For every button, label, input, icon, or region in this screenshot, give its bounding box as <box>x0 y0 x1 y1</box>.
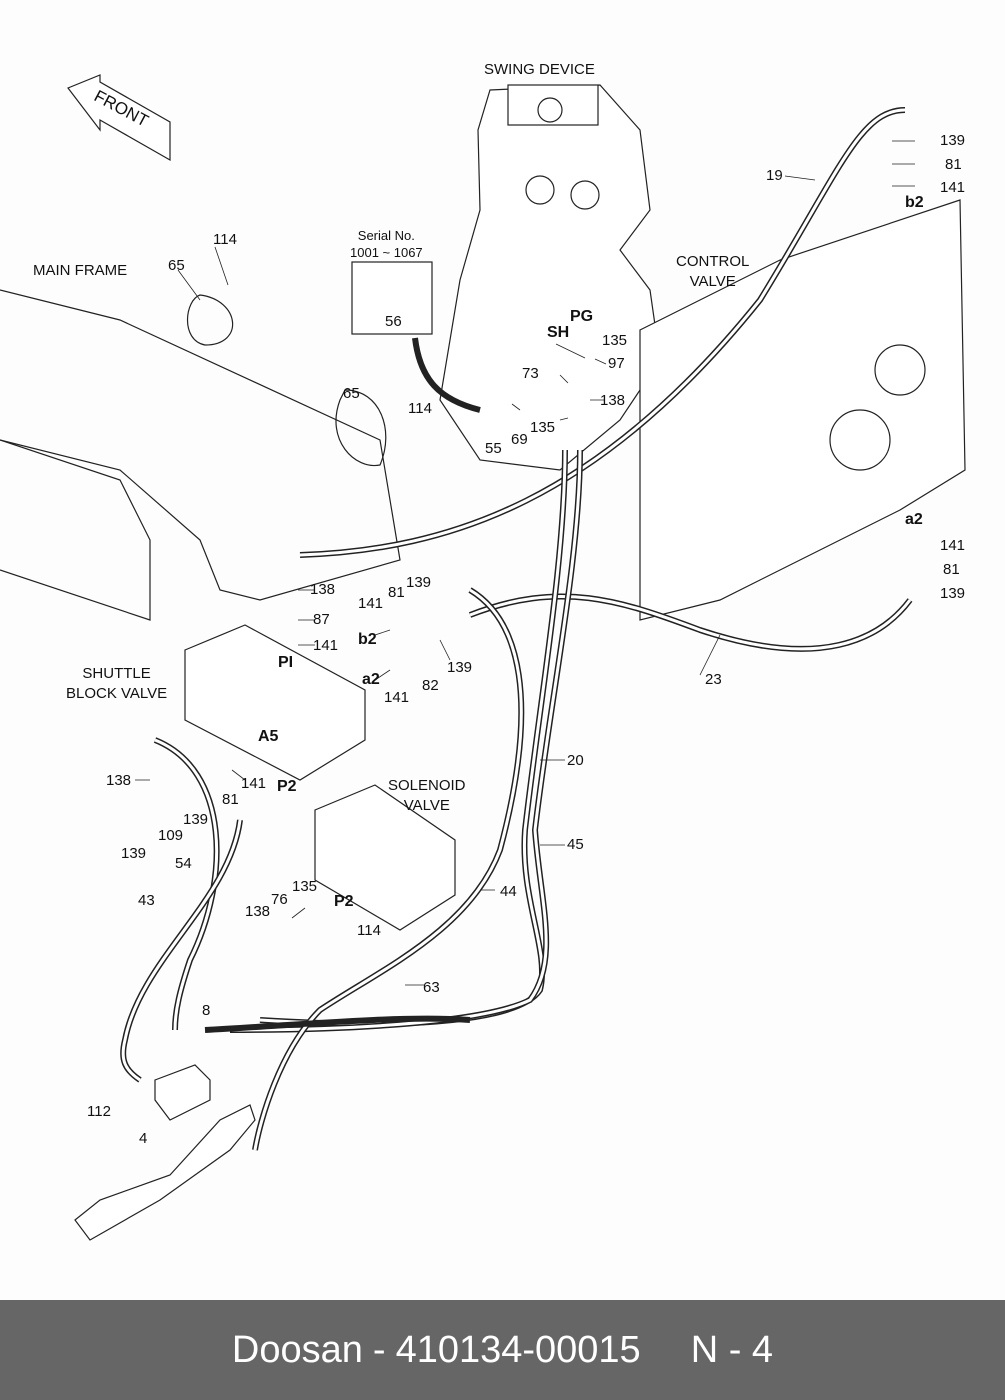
callout: 81 <box>388 584 405 601</box>
port-label-sh: SH <box>547 324 570 341</box>
callout: 65 <box>343 385 360 402</box>
solenoid-valve-shape <box>314 784 456 931</box>
callout: 135 <box>530 419 556 436</box>
port-label-pg: PG <box>570 308 594 325</box>
callout: 139 <box>121 845 147 862</box>
port-label-p2-solenoid: P2 <box>334 893 354 910</box>
callout: 135 <box>602 332 628 349</box>
callout: 97 <box>608 355 625 372</box>
callout: 114 <box>408 400 432 417</box>
parts-diagram: SWING DEVICE CONTROL VALVE MAIN FRAME SH… <box>0 61 966 1241</box>
shuttle-block-valve-title: SHUTTLE BLOCK VALVE <box>66 665 168 702</box>
callout: 82 <box>422 677 439 694</box>
callout: 4 <box>139 1130 148 1147</box>
callout: 69 <box>511 431 528 448</box>
shuttle-block-valve-shape <box>184 624 366 781</box>
callout: 73 <box>522 365 539 382</box>
front-arrow-icon <box>67 74 171 162</box>
main-frame-shape <box>0 289 401 601</box>
clamp-65-lower <box>335 389 387 467</box>
callout: 138 <box>245 903 271 920</box>
hose-to-4 <box>204 1015 471 1033</box>
footer-page-label: N - 4 <box>690 1328 774 1371</box>
callout: 139 <box>183 811 209 828</box>
port-label-a2-shuttle: a2 <box>362 671 380 688</box>
port-label-a5: A5 <box>258 728 279 745</box>
serial-number-title: Serial No. 1001 ~ 1067 <box>350 228 423 260</box>
callout: 138 <box>310 581 336 598</box>
callout: 55 <box>485 440 502 457</box>
callout: 139 <box>940 132 966 149</box>
serial-box <box>351 261 433 335</box>
callout: 87 <box>313 611 330 628</box>
main-frame-title: MAIN FRAME <box>33 262 128 279</box>
callout: 8 <box>202 1002 211 1019</box>
callout: 114 <box>357 922 381 939</box>
callout: 141 <box>384 689 410 706</box>
callout: 141 <box>358 595 384 612</box>
callout: 76 <box>271 891 288 908</box>
callout: 114 <box>213 231 237 248</box>
control-valve-shape <box>639 199 966 621</box>
port-label-a2-control: a2 <box>905 511 923 528</box>
port-label-b2-control: b2 <box>905 194 924 211</box>
callout: 141 <box>940 537 966 554</box>
callout: 138 <box>106 772 132 789</box>
callout: 63 <box>423 979 440 996</box>
clamp-65-upper <box>186 294 234 346</box>
callout: 135 <box>292 878 318 895</box>
callout: 81 <box>222 791 239 808</box>
swing-device-title: SWING DEVICE <box>484 61 595 78</box>
callout: 138 <box>600 392 626 409</box>
callout: 81 <box>943 561 960 578</box>
port-label-p2-shuttle: P2 <box>277 778 297 795</box>
footer-part-number: 410134-00015 <box>395 1328 641 1371</box>
callout: 81 <box>945 156 962 173</box>
port-label-b2-shuttle: b2 <box>358 631 377 648</box>
diagram-linework <box>0 74 966 1241</box>
solenoid-valve-title: SOLENOID VALVE <box>388 777 466 814</box>
callout: 112 <box>87 1103 111 1120</box>
tee-fitting-4 <box>154 1064 211 1121</box>
callout: 54 <box>175 855 192 872</box>
footer-brand: Doosan <box>231 1328 363 1371</box>
callout: 23 <box>705 671 722 688</box>
control-valve-title: CONTROL VALVE <box>676 253 750 290</box>
bracket-shape <box>74 1104 256 1241</box>
callout: 139 <box>940 585 966 602</box>
callout: 141 <box>940 179 966 196</box>
callout: 139 <box>447 659 473 676</box>
callout: 139 <box>406 574 432 591</box>
callout: 45 <box>567 836 584 853</box>
callout: 141 <box>313 637 339 654</box>
swing-device-shape <box>439 84 661 471</box>
port-label-pi: PI <box>278 654 294 671</box>
footer-separator: - <box>372 1328 386 1371</box>
callout: 44 <box>500 883 517 900</box>
callout: 109 <box>158 827 184 844</box>
callout: 43 <box>138 892 155 909</box>
callout: 56 <box>385 313 402 330</box>
callout: 141 <box>241 775 267 792</box>
callout: 65 <box>168 257 185 274</box>
callout: 19 <box>766 167 783 184</box>
hose-43 <box>153 737 220 1031</box>
footer-caption: Doosan - 410134-00015 N - 4 <box>0 1300 1005 1400</box>
callout: 20 <box>567 752 584 769</box>
